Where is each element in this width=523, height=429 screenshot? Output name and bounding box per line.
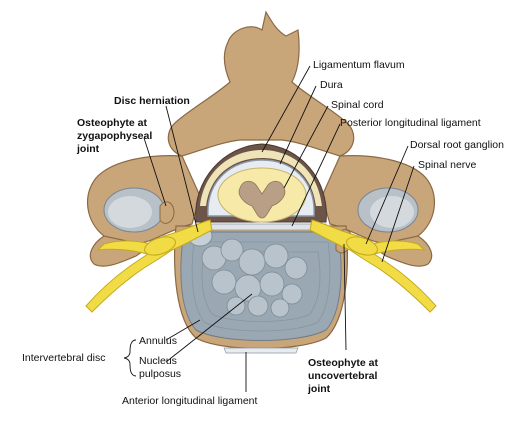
label-nucleus-1: Nucleus [139, 355, 177, 367]
label-osteophyte-zyg-1: Osteophyte at [77, 117, 148, 129]
leader-ligamentum-flavum [261, 65, 311, 153]
leader-posterior-longitudinal-ligament [291, 123, 341, 227]
annulus-ring [191, 241, 331, 332]
label-osteophyte-unc-3: joint [307, 383, 331, 395]
label-spinal-nerve: Spinal nerve [418, 159, 477, 171]
leader-osteophyte-zygapophyseal [143, 137, 167, 207]
disc-brace [123, 339, 137, 377]
posterior-longitudinal-ligament [195, 223, 327, 231]
label-osteophyte-unc-2: uncovertebral [308, 370, 378, 382]
spinal-nerves [85, 219, 437, 313]
leader-osteophyte-uncovertebral [343, 243, 347, 351]
leader-disc-herniation [165, 105, 199, 233]
leader-annulus [165, 319, 201, 341]
label-dura: Dura [320, 79, 343, 91]
label-annulus: Annulus [139, 335, 177, 347]
anterior-longitudinal-ligament [223, 347, 299, 354]
label-dorsal-root-ganglion: Dorsal root ganglion [410, 139, 504, 151]
annulus-ring [201, 251, 321, 322]
leader-lines [123, 65, 415, 392]
ligamentum-flavum [200, 150, 322, 206]
label-disc-herniation: Disc herniation [114, 95, 190, 107]
label-osteophyte-zyg-2: zygapophyseal [77, 130, 152, 142]
nucleus-pulposus [201, 238, 308, 318]
left-facet-inner [108, 196, 152, 228]
label-osteophyte-zyg-3: joint [76, 143, 100, 155]
leader-dura [279, 85, 317, 165]
leader-nucleus-pulposus [165, 293, 253, 363]
label-anterior-longitudinal-ligament: Anterior longitudinal ligament [122, 395, 257, 407]
leader-dorsal-root-ganglion [365, 145, 409, 245]
right-facet-inner [370, 196, 414, 228]
zygapophyseal-osteophyte [159, 201, 175, 224]
label-posterior-longitudinal-ligament: Posterior longitudinal ligament [340, 117, 481, 129]
cord-grey-matter [238, 180, 286, 219]
label-spinal-cord: Spinal cord [331, 99, 384, 111]
label-ligamentum-flavum: Ligamentum flavum [313, 59, 405, 71]
label-nucleus-2: pulposus [139, 368, 181, 380]
label-intervertebral-disc: Intervertebral disc [22, 352, 105, 364]
leader-spinal-nerve [381, 165, 415, 263]
label-osteophyte-unc-1: Osteophyte at [308, 357, 379, 369]
leader-spinal-cord [283, 105, 329, 189]
